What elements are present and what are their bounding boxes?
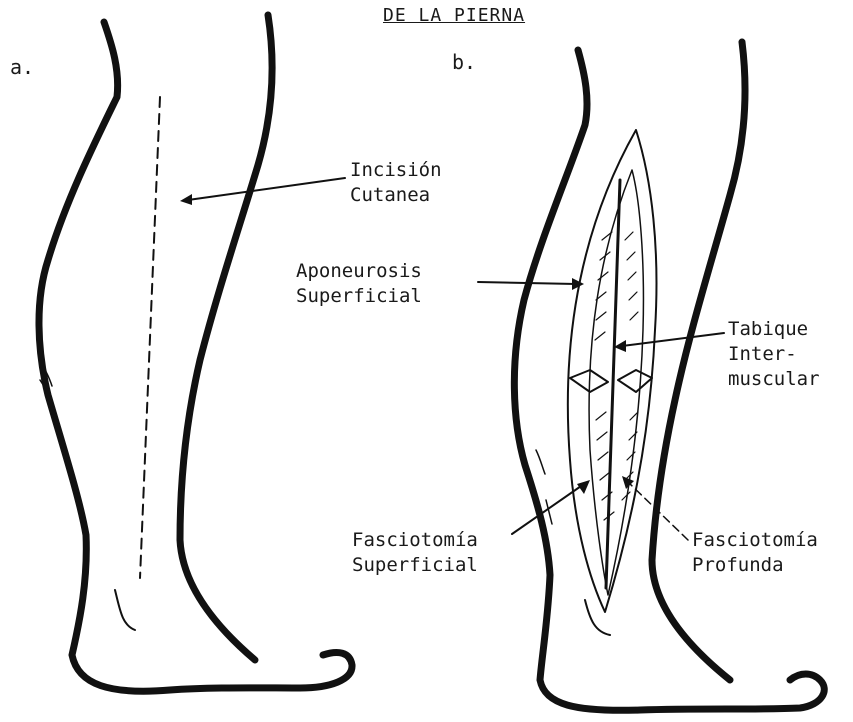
label-fas-prof-line-1: Fasciotomía xyxy=(692,528,818,553)
label-fas-prof-line-2: Profunda xyxy=(692,553,818,578)
retractor-right xyxy=(618,370,652,392)
label-tabique-intermuscular: Tabique Inter- muscular xyxy=(728,317,820,392)
tabique-septum-line xyxy=(606,180,620,588)
panel-label-a: a. xyxy=(10,55,34,80)
figure-title: DE LA PIERNA xyxy=(383,3,525,28)
label-aponeurosis-line-1: Aponeurosis xyxy=(296,259,422,284)
leg-a-front-outline xyxy=(180,15,272,660)
leg-a-drawing xyxy=(39,15,352,691)
incision-inner-edge xyxy=(589,170,643,595)
incision-arrow-line xyxy=(188,178,345,200)
label-aponeurosis-superficial: Aponeurosis Superficial xyxy=(296,259,422,309)
aponeurosis-arrow-line xyxy=(478,282,576,284)
label-fasciotomia-profunda: Fasciotomía Profunda xyxy=(692,528,818,578)
label-tabique-line-2: Inter- xyxy=(728,342,820,367)
label-fas-sup-line-1: Fasciotomía xyxy=(352,528,478,553)
label-fas-sup-line-2: Superficial xyxy=(352,553,478,578)
label-incision-cutanea: Incisión Cutanea xyxy=(350,158,442,208)
fasciotomia-superficial-arrow-line xyxy=(512,484,584,534)
label-incision-line-2: Cutanea xyxy=(350,183,442,208)
incision-arrowhead xyxy=(180,194,192,205)
leg-a-ankle-crease xyxy=(115,590,135,630)
label-tabique-line-1: Tabique xyxy=(728,317,820,342)
tabique-arrow-line xyxy=(622,333,724,346)
label-aponeurosis-line-2: Superficial xyxy=(296,284,422,309)
label-tabique-line-3: muscular xyxy=(728,367,820,392)
panel-label-b: b. xyxy=(452,50,476,75)
label-incision-line-1: Incisión xyxy=(350,158,442,183)
incision-dashed-line xyxy=(140,97,160,578)
label-fasciotomia-superficial: Fasciotomía Superficial xyxy=(352,528,478,578)
